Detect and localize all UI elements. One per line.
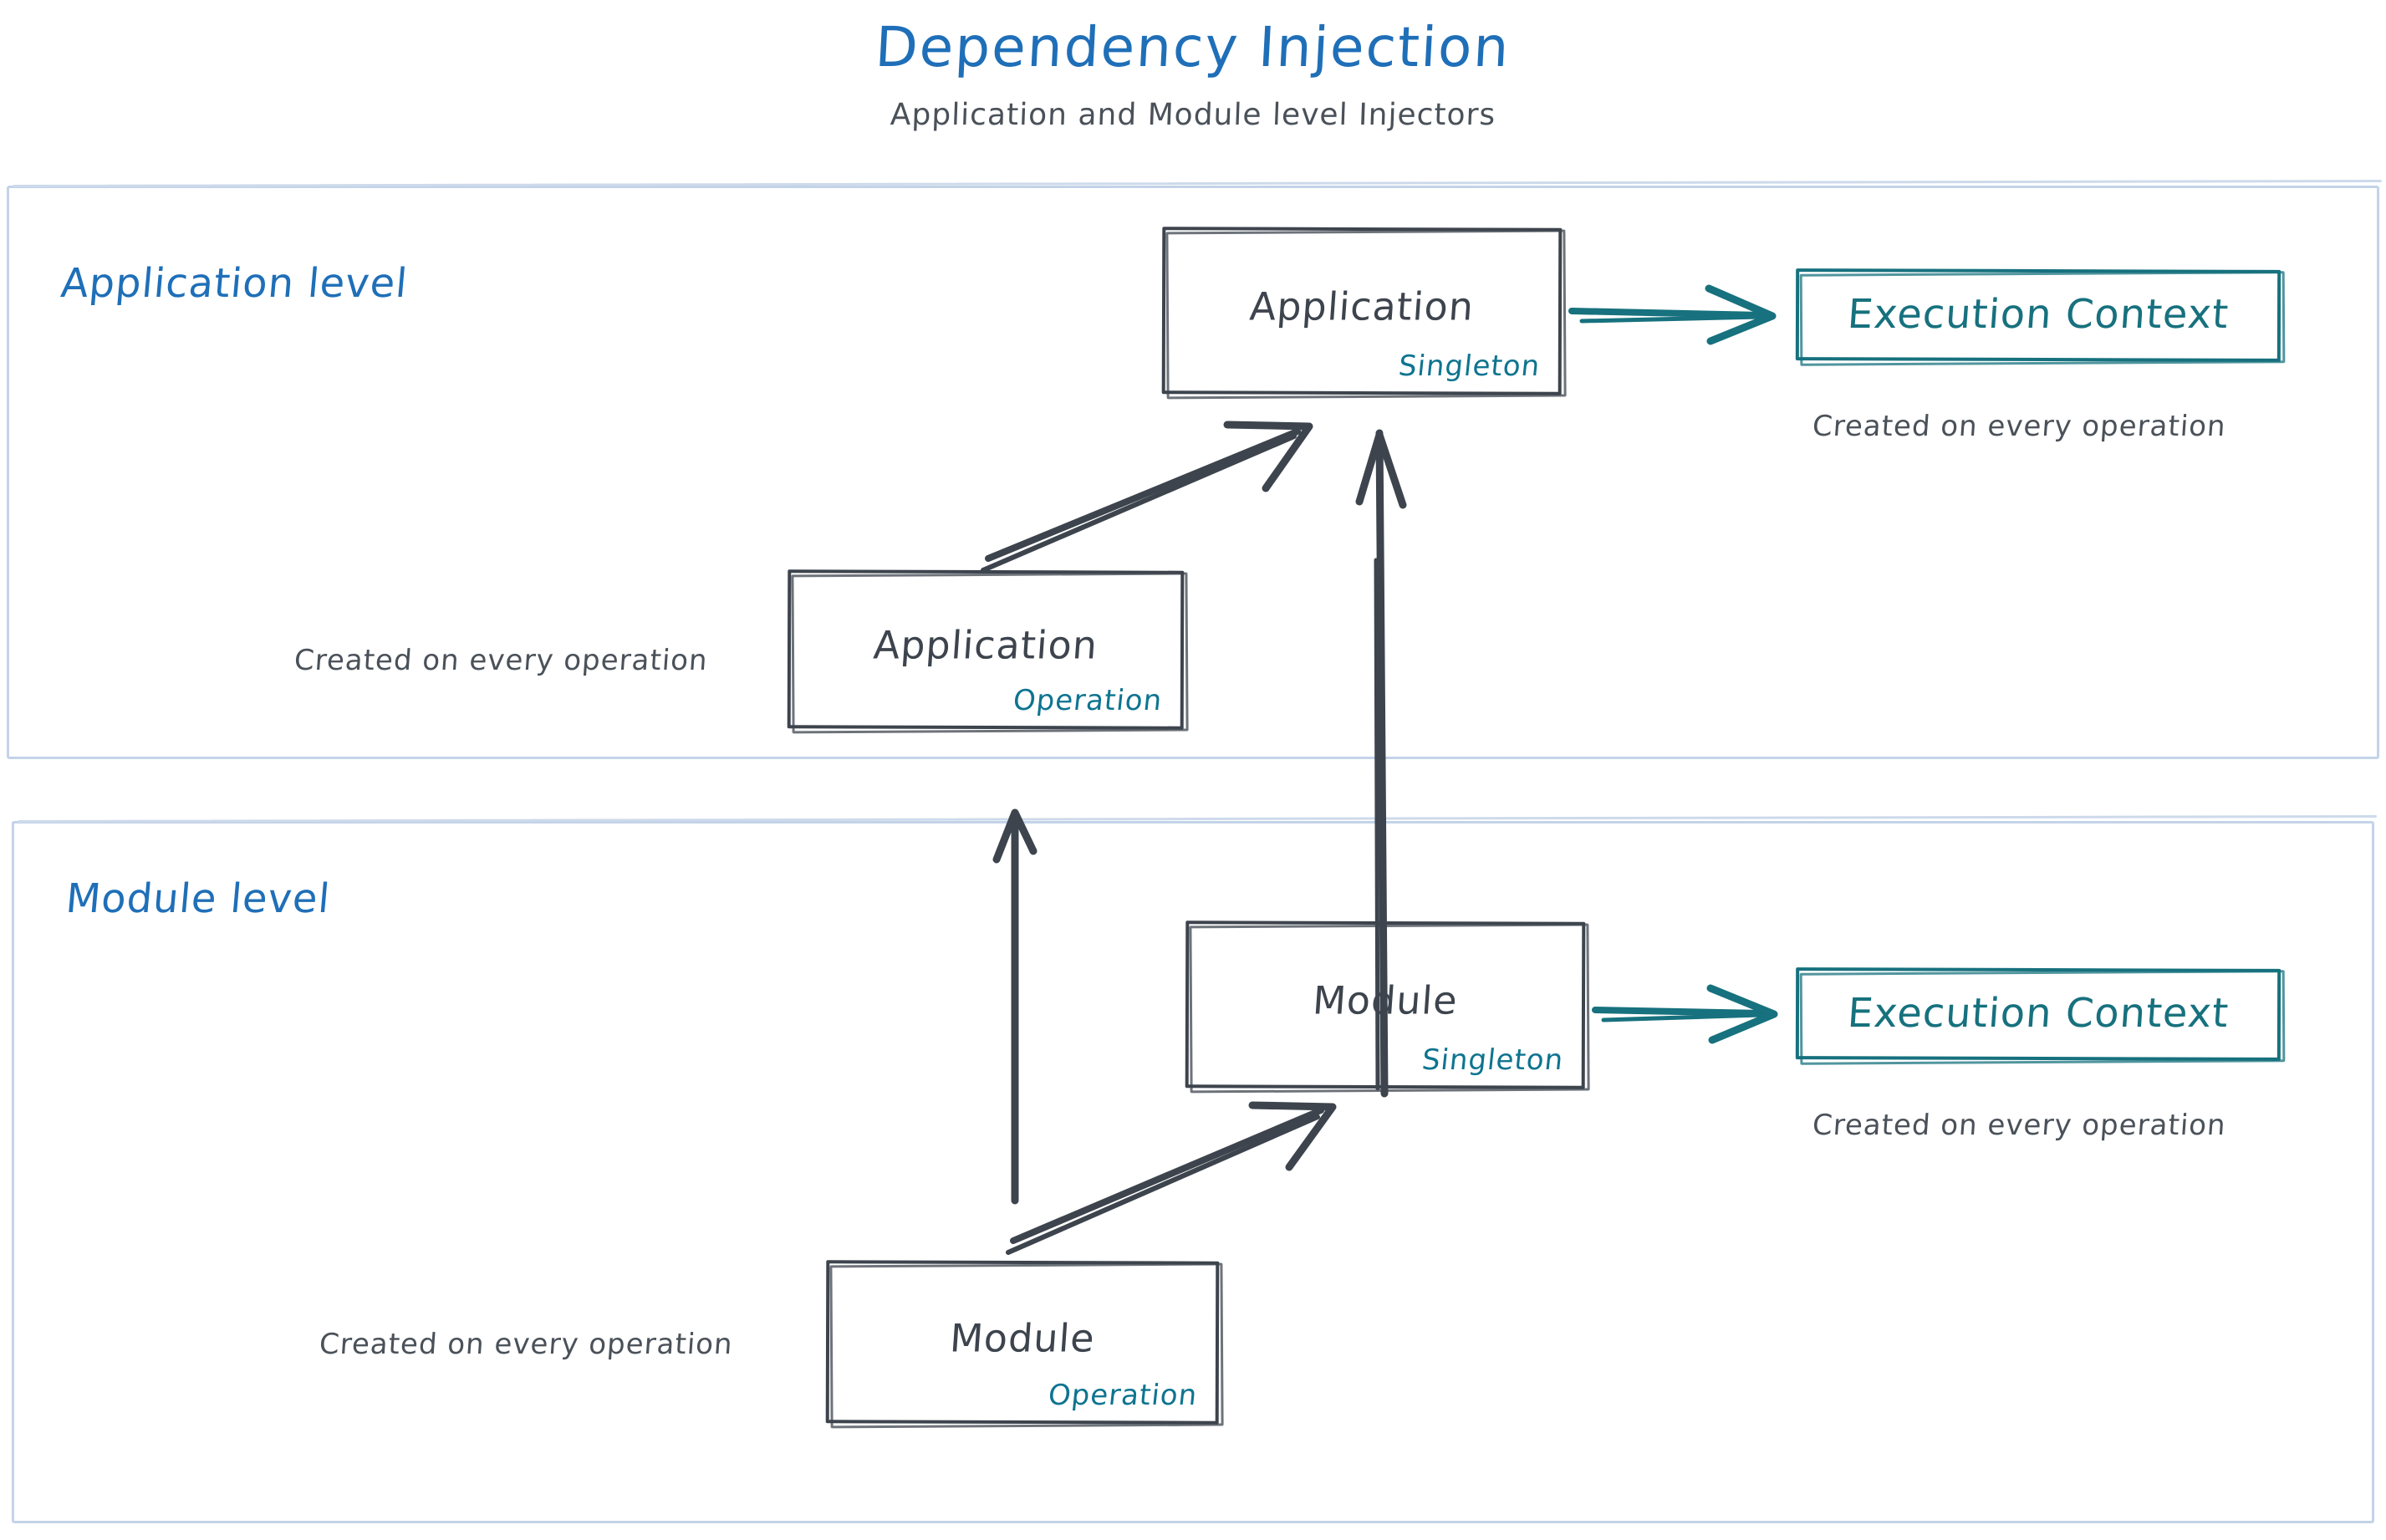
box-application-execution-context[interactable]: Execution Context: [1795, 268, 2286, 366]
diagram-header: Dependency Injection Application and Mod…: [0, 0, 2386, 176]
page-title: Dependency Injection: [874, 15, 1512, 79]
box-badge-scope: Operation: [1011, 684, 1165, 717]
module-execution-context-caption: Created on every operation: [1811, 1109, 2228, 1142]
box-badge-scope: Singleton: [1420, 1043, 1566, 1077]
application-operation-caption: Created on every operation: [293, 644, 710, 677]
box-module-execution-context[interactable]: Execution Context: [1795, 967, 2286, 1065]
box-badge-scope: Singleton: [1396, 349, 1542, 383]
panel-module-level-label: Module level: [64, 875, 333, 922]
application-execution-context-caption: Created on every operation: [1811, 410, 2228, 443]
box-title: Execution Context: [1846, 989, 2231, 1037]
box-title: Application: [872, 622, 1099, 668]
box-title: Execution Context: [1846, 290, 2231, 338]
box-application-singleton[interactable]: Application Singleton: [1161, 227, 1567, 400]
page-subtitle: Application and Module level Injectors: [890, 98, 1496, 132]
panel-application-level-label: Application level: [59, 260, 410, 307]
box-title: Module: [1311, 977, 1460, 1023]
box-module-singleton[interactable]: Module Singleton: [1185, 920, 1590, 1094]
box-application-operation[interactable]: Application Operation: [787, 569, 1189, 734]
module-operation-caption: Created on every operation: [318, 1328, 735, 1361]
box-title: Application: [1248, 283, 1476, 329]
box-title: Module: [948, 1315, 1097, 1361]
box-badge-scope: Operation: [1046, 1379, 1200, 1412]
box-module-operation[interactable]: Module Operation: [825, 1260, 1224, 1429]
